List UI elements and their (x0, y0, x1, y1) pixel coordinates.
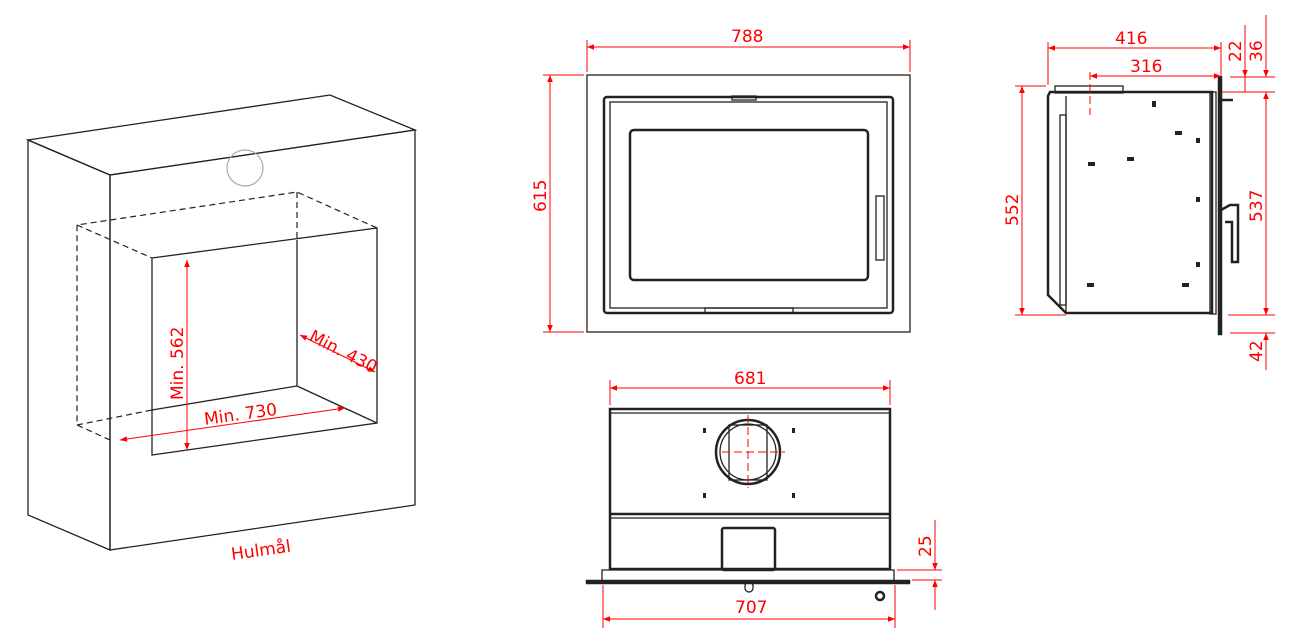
body-width-label: 681 (734, 369, 766, 389)
side-handle-icon (1220, 203, 1240, 264)
niche-hidden-edge (76, 224, 153, 259)
flue-hole-icon (226, 149, 264, 187)
collar-depth-label: 316 (1130, 57, 1162, 77)
top-bolts (703, 428, 795, 498)
min-depth-dimension-line (299, 334, 376, 373)
niche-isometric-view: Min. 562 Min. 730 Min. 430 Hulmål (25, 94, 418, 565)
bolt (1196, 138, 1200, 143)
niche-top-face (25, 94, 418, 176)
bolt (1088, 162, 1095, 166)
door-inner-frame (609, 101, 888, 309)
frame-width-label: 707 (735, 598, 767, 618)
side-front-rail (1209, 91, 1217, 315)
bottom-air-slot (704, 307, 794, 314)
bolt (1087, 283, 1094, 287)
min-depth-label: Min. 430 (306, 327, 380, 378)
bolt (1196, 197, 1200, 202)
bolt (1196, 262, 1200, 267)
top-body (608, 407, 892, 571)
offset-b-label: 36 (1247, 40, 1267, 62)
min-height-label: Min. 562 (168, 327, 188, 400)
bolt (1152, 101, 1156, 107)
niche-hidden-edge (76, 409, 153, 426)
side-body (1046, 90, 1214, 315)
bolt (1175, 131, 1182, 135)
side-bolts (1087, 101, 1200, 287)
side-rear-rail (1059, 114, 1067, 306)
air-control-knob-icon (874, 590, 886, 602)
body-height-label: 552 (1003, 194, 1023, 226)
bolt (703, 493, 706, 498)
door-glass (628, 128, 870, 282)
total-depth-label: 416 (1115, 29, 1147, 49)
front-view: 788 615 (531, 27, 911, 333)
min-width-dimension-line (119, 406, 346, 442)
air-inlet-door (720, 526, 777, 572)
niche-caption: Hulmål (230, 536, 292, 565)
offset-a-label: 22 (1226, 40, 1246, 62)
bolt (703, 428, 706, 433)
top-view: 681 707 25 (585, 369, 942, 628)
frame-depth-label: 25 (916, 535, 936, 557)
min-width-label: Min. 730 (203, 400, 278, 430)
front-width-label: 788 (731, 27, 763, 47)
front-plate (1217, 75, 1223, 336)
door-handle-icon (875, 195, 885, 261)
front-height-label: 615 (531, 180, 551, 212)
latch-tab (744, 581, 754, 593)
bottom-offset-label: 42 (1247, 340, 1267, 362)
front-outer-frame (586, 74, 911, 333)
side-view: 416 316 552 22 36 537 42 (1003, 15, 1275, 370)
bolt (792, 493, 795, 498)
niche-side-face (27, 139, 111, 551)
niche-floor-edge (296, 385, 378, 424)
bolt (1127, 157, 1134, 161)
niche-front-face (109, 129, 416, 551)
niche-hidden-edges (76, 191, 378, 441)
bolt (1182, 283, 1189, 287)
top-latch (731, 95, 757, 101)
front-plate-edge (585, 579, 911, 585)
flue-collar (1054, 85, 1124, 94)
bolt (792, 428, 795, 433)
door-height-label: 537 (1247, 190, 1267, 222)
